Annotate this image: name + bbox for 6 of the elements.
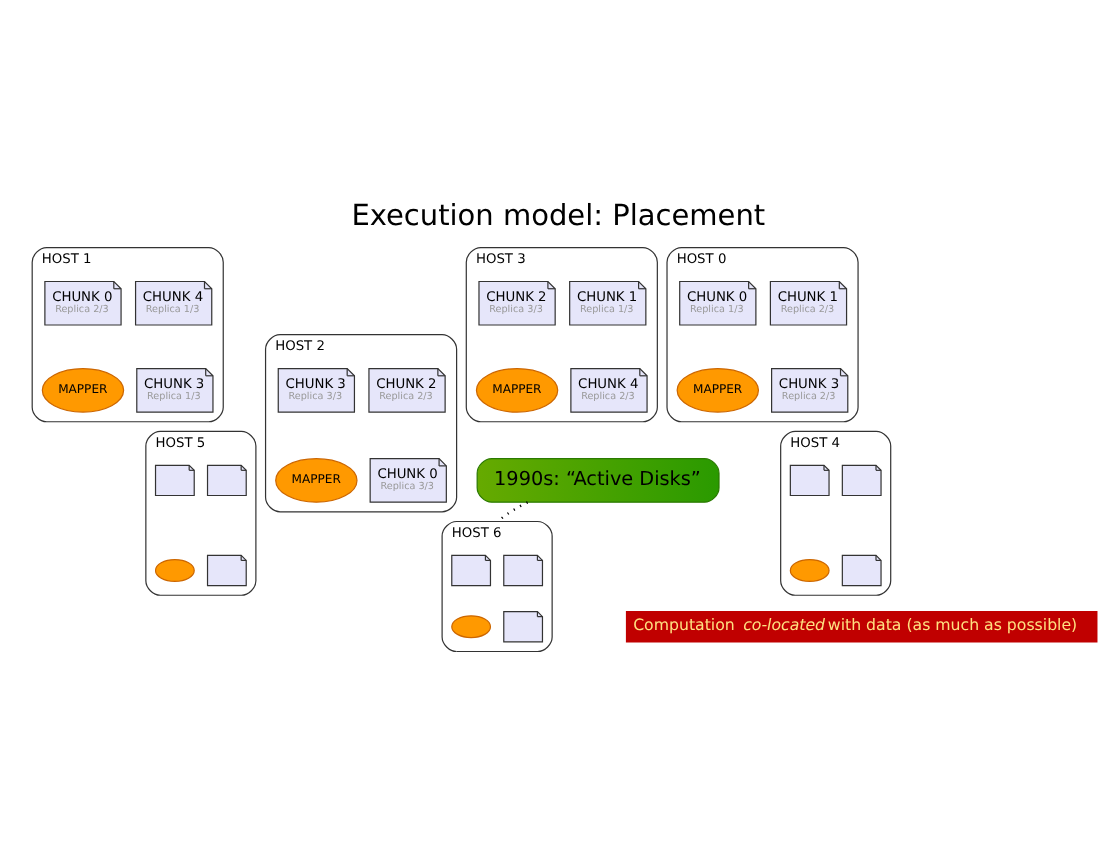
connector (496, 500, 529, 522)
node-ellipse (789, 558, 830, 581)
node-box: 1990s: “Active Disks” (476, 457, 720, 502)
node-ellipse (154, 558, 195, 581)
node-ellipse (451, 614, 492, 638)
diagram-title: Execution model: Placement (351, 199, 766, 232)
